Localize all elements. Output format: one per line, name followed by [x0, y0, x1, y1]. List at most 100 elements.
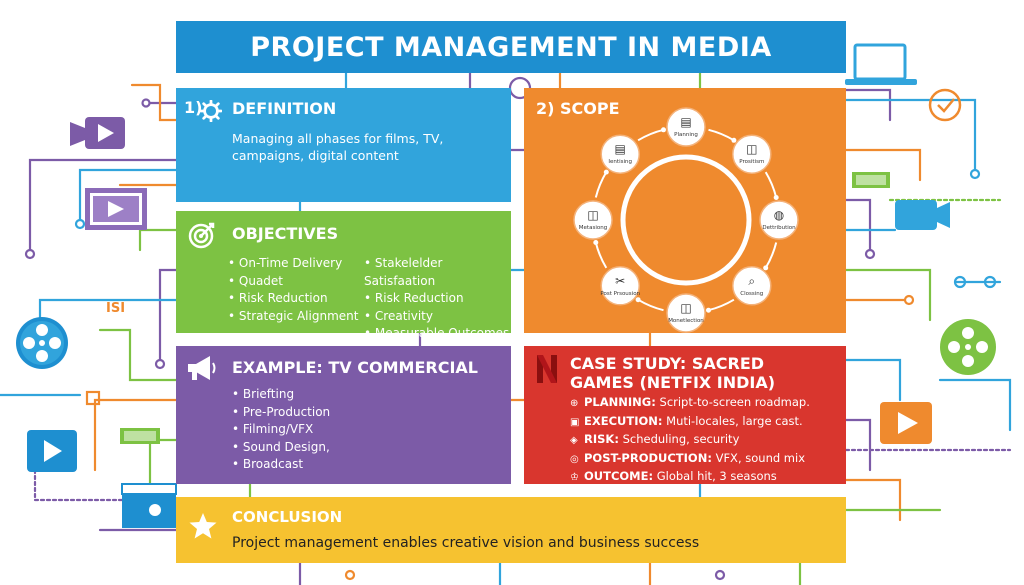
sign-icon: ISI: [106, 301, 125, 316]
scope-node-label: Planning: [674, 132, 698, 138]
star-icon: [189, 513, 217, 539]
svg-text:ISI: ISI: [106, 301, 125, 316]
scope-node: ◫ Metasiong: [573, 200, 613, 240]
scope-node-label: Clossing: [740, 291, 763, 297]
case-study-list: ⊕PLANNING: Script-to-screen roadmap. ▣EX…: [570, 394, 810, 487]
cycle-arrow: [594, 171, 608, 198]
objectives-panel: OBJECTIVES On-Time Delivery Quadet Risk …: [176, 211, 511, 340]
list-item: Stakelelder Satisfaation: [364, 255, 511, 290]
cycle-arrow-head: [706, 307, 711, 313]
title-banner: PROJECT MANAGEMENT IN MEDIA: [176, 21, 846, 73]
scope-node-icon: ▤: [680, 115, 691, 129]
definition-heading: DEFINITION: [232, 99, 337, 118]
check-circle-icon: [928, 88, 962, 122]
example-heading: EXAMPLE: TV COMMERCIAL: [232, 358, 478, 377]
scope-node: ▤ Planning: [666, 107, 706, 147]
scope-node-icon: ✂: [615, 274, 625, 288]
list-item: Filming/VFX: [232, 421, 330, 439]
scope-node: ⌕Clossing: [732, 266, 772, 306]
cycle-arrow-head: [635, 297, 641, 303]
target-icon: [188, 222, 215, 249]
globe-icon: ⊕: [570, 398, 579, 409]
cycle-arrow-head: [593, 240, 599, 245]
scope-node-circle: [600, 266, 640, 306]
case-study-heading-line2: GAMES (NETFIX INDIA): [570, 373, 776, 392]
list-item: On-Time Delivery: [228, 255, 358, 273]
scope-node-label: Metasiong: [579, 225, 607, 231]
shield-icon: ◈: [570, 435, 578, 446]
scope-node: ◫Monetlection: [666, 293, 706, 333]
scope-node: ◫Prositism: [732, 134, 772, 174]
list-item: ▣EXECUTION: Muti-locales, large cast.: [570, 413, 810, 432]
definition-panel: 1) DEFINITION Managing all phases for fi…: [176, 88, 511, 202]
list-item: Measurable Outcomes: [364, 325, 511, 343]
list-item: Strategic Alignment: [228, 308, 359, 326]
scope-node-label: Prositism: [739, 159, 764, 165]
cycle-arrow: [764, 242, 778, 269]
video-camera-icon-left: [70, 117, 125, 149]
video-camera-icon-right: [895, 200, 950, 230]
cycle-arrow-head: [661, 127, 666, 133]
case-study-heading: CASE STUDY: SACRED GAMES (NETFIX INDIA): [570, 354, 775, 392]
scope-panel: 2) SCOPE ▤Planning◫Prositism◍Dettributio…: [524, 88, 846, 333]
clapperboard-icon: [121, 483, 177, 528]
scope-node: ◍ Dettribution: [759, 200, 799, 240]
cycle-arrow: [637, 298, 664, 312]
objectives-heading: OBJECTIVES: [232, 224, 339, 243]
cycle-arrow: [764, 171, 778, 198]
scope-node-circle: [600, 134, 640, 174]
play-button-icon-left: [27, 430, 77, 472]
scope-heading: 2) SCOPE: [536, 99, 620, 118]
trophy-icon: ♔: [570, 472, 579, 483]
film-reel-icon-right: [940, 319, 996, 375]
case-study-panel: CASE STUDY: SACRED GAMES (NETFIX INDIA) …: [524, 346, 846, 484]
gear-icon: [200, 100, 222, 122]
cycle-arrow-head: [763, 265, 769, 271]
definition-text: Managing all phases for films, TV, campa…: [232, 131, 444, 163]
scope-node-circle: [759, 200, 799, 240]
definition-number: 1): [184, 98, 203, 117]
list-item: Broadcast: [232, 456, 330, 474]
list-item: ♔OUTCOME: Global hit, 3 seasons: [570, 468, 810, 487]
page-title: PROJECT MANAGEMENT IN MEDIA: [250, 31, 772, 63]
scope-node-circle: [666, 107, 706, 147]
scope-node-circle: [666, 293, 706, 333]
scope-node-label: Dettribution: [762, 225, 796, 231]
film-strip-icon-right: [852, 172, 890, 188]
list-item: Sound Design,: [232, 439, 330, 457]
film-strip-small-icon-left: [120, 428, 160, 444]
objectives-list-right: Stakelelder Satisfaation Risk Reduction …: [364, 255, 511, 343]
film-icon: ▣: [570, 416, 580, 428]
objectives-list-left: On-Time Delivery Quadet Risk Reduction S…: [228, 255, 359, 326]
conclusion-heading: CONCLUSION: [232, 508, 343, 526]
example-list: Briefting Pre-Production Filming/VFX Sou…: [232, 386, 330, 474]
film-strip-icon-left: [85, 188, 147, 230]
list-item: Quadet: [228, 273, 358, 291]
cycle-arrow-head: [773, 195, 779, 200]
film-reel-icon-left: [16, 317, 68, 369]
scope-node-icon: ▤: [615, 142, 626, 156]
scope-node-icon: ◍: [774, 208, 785, 222]
scope-node-circle: [732, 266, 772, 306]
laptop-icon: [845, 43, 917, 85]
cycle-arrow-head: [603, 169, 609, 175]
scope-node-circle: [732, 134, 772, 174]
list-item: ◎POST-PRODUCTION: VFX, sound mix: [570, 450, 810, 469]
conclusion-text: Project management enables creative visi…: [232, 535, 700, 551]
cycle-arrow: [708, 128, 735, 142]
scope-node-label: Post Prsousion: [600, 291, 640, 297]
cycle-arrow: [708, 298, 735, 312]
list-item: Briefting: [232, 386, 330, 404]
megaphone-icon: [188, 356, 216, 380]
cycle-arrow: [637, 128, 664, 142]
scope-node-label: Monetlection: [668, 318, 704, 324]
netflix-logo-icon: [537, 355, 557, 383]
list-item: ⊕PLANNING: Script-to-screen roadmap.: [570, 394, 810, 413]
list-item: Risk Reduction: [364, 290, 511, 308]
scope-node-icon: ◫: [587, 208, 598, 222]
scope-node-circle: [573, 200, 613, 240]
scope-cycle-diagram: ▤Planning◫Prositism◍Dettribution⌕Clossin…: [573, 107, 799, 333]
scope-node: ▤Ientising: [600, 134, 640, 174]
conclusion-panel: CONCLUSION Project management enables cr…: [176, 497, 846, 563]
